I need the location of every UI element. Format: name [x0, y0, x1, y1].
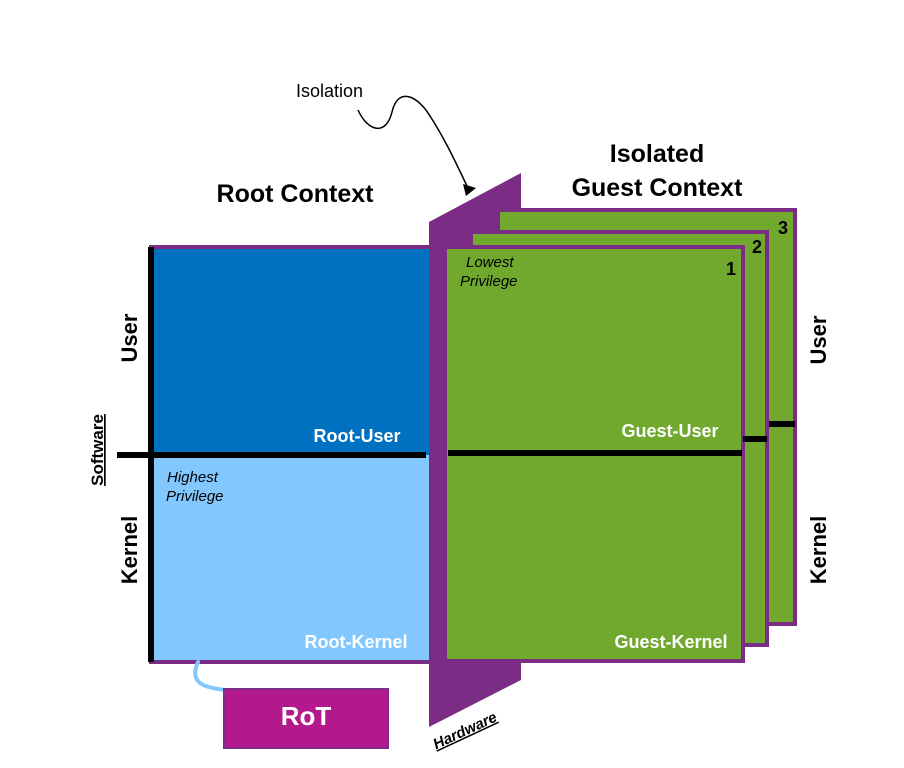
user-axis-label-left: User	[117, 313, 142, 362]
rot-label: RoT	[281, 701, 332, 731]
software-axis-label: Software	[88, 414, 107, 486]
guest-number-1: 1	[726, 259, 736, 279]
guest-number-3: 3	[778, 218, 788, 238]
root-user-label: Root-User	[313, 426, 400, 446]
root-kernel-label: Root-Kernel	[305, 632, 408, 652]
highest-privilege-line2: Privilege	[166, 488, 224, 505]
guest-context-heading-line2: Guest Context	[572, 174, 744, 202]
lowest-privilege-line1: Lowest	[466, 254, 514, 271]
root-kernel-region	[151, 455, 433, 662]
guest-context-heading-line1: Isolated	[610, 140, 704, 168]
guest-kernel-label: Guest-Kernel	[614, 632, 727, 652]
guest-user-label: Guest-User	[621, 421, 718, 441]
kernel-axis-label-right: Kernel	[806, 516, 831, 584]
root-context-heading: Root Context	[217, 180, 375, 208]
rot-box	[223, 688, 389, 749]
isolation-label: Isolation	[296, 81, 363, 101]
kernel-axis-label-left: Kernel	[117, 516, 142, 584]
user-axis-label-right: User	[806, 315, 831, 364]
root-user-region	[151, 247, 433, 455]
lowest-privilege-line2: Privilege	[460, 273, 518, 290]
guest-number-2: 2	[752, 237, 762, 257]
highest-privilege-line1: Highest	[167, 469, 219, 486]
isolation-arrow	[357, 95, 476, 196]
